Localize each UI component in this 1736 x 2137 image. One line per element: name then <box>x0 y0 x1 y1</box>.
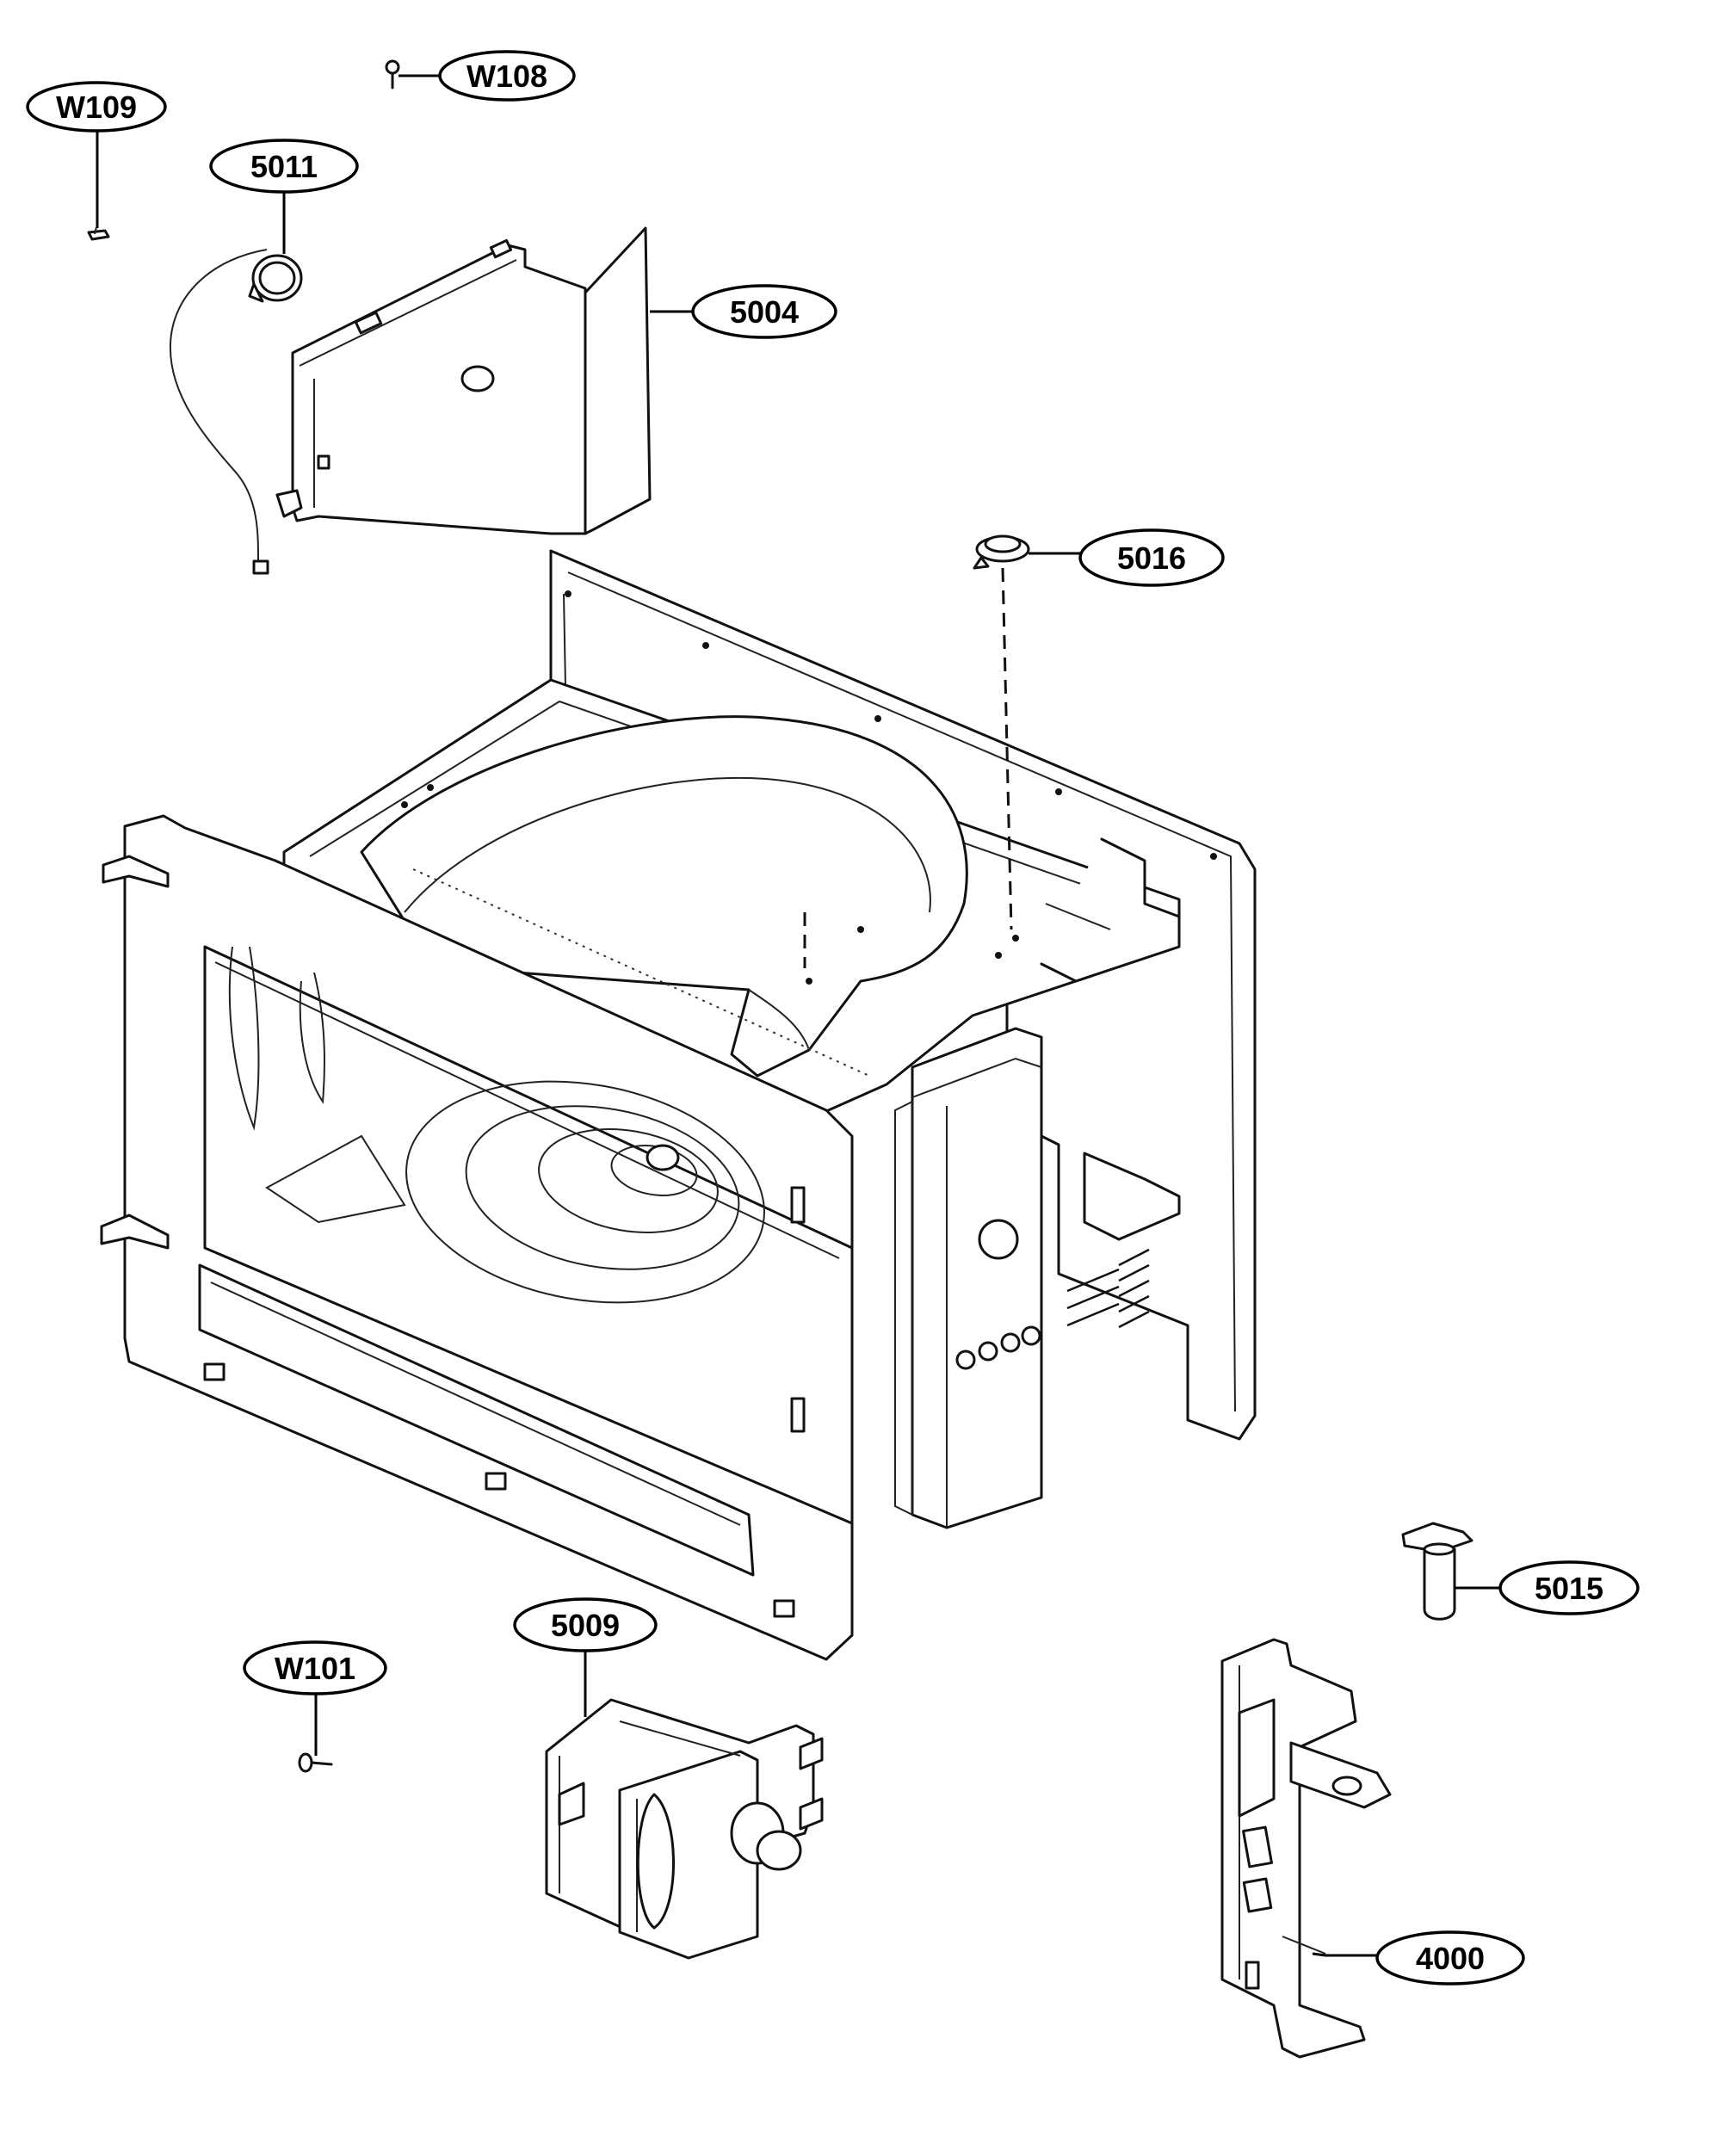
part-5015-fuse <box>1401 1522 1473 1621</box>
callout-label: 4000 <box>1416 1941 1485 1976</box>
callout-w101: W101 <box>243 1640 387 1756</box>
callout-label: W101 <box>275 1651 355 1686</box>
frame-slot <box>790 1186 806 1224</box>
screw-w101 <box>298 1752 333 1773</box>
frame-slot <box>773 1599 795 1618</box>
callout-5004: 5004 <box>650 284 837 339</box>
frame-slot <box>485 1472 507 1491</box>
callout-5016: 5016 <box>1029 528 1225 587</box>
turntable-well <box>265 1080 765 1304</box>
hinge-tab <box>100 1214 170 1250</box>
callout-label: 5015 <box>1535 1571 1603 1606</box>
fastener-holes <box>401 590 1217 985</box>
control-box <box>894 1027 1043 1529</box>
callout-label: 5004 <box>730 294 799 330</box>
callout-5015: 5015 <box>1455 1560 1640 1615</box>
hinge-tab <box>102 855 170 888</box>
callout-w109: W109 <box>26 81 167 228</box>
callout-5009: 5009 <box>513 1597 658 1717</box>
part-5004-bracket <box>275 226 652 535</box>
callout-w108: W108 <box>398 50 576 102</box>
frame-slot <box>203 1362 225 1381</box>
part-5009-magnetron <box>545 1698 824 1960</box>
callout-4000: 4000 <box>1312 1930 1525 1986</box>
part-4000-latch-bracket <box>1220 1638 1392 2059</box>
vent-grille <box>1066 1248 1150 1329</box>
screw-w109 <box>87 226 110 241</box>
callout-5011: 5011 <box>209 139 359 254</box>
screw-w108 <box>385 59 400 90</box>
callout-label: 5009 <box>551 1608 620 1643</box>
callout-label: W109 <box>56 90 137 125</box>
frame-slot <box>790 1397 806 1433</box>
callout-label: 5016 <box>1117 540 1186 576</box>
oven-cavity-assembly <box>100 549 1257 1661</box>
callout-label: 5011 <box>250 149 318 184</box>
part-5016-thermostat <box>973 534 1030 930</box>
part-5011-lamp <box>169 249 303 575</box>
callout-label: W108 <box>466 59 547 94</box>
